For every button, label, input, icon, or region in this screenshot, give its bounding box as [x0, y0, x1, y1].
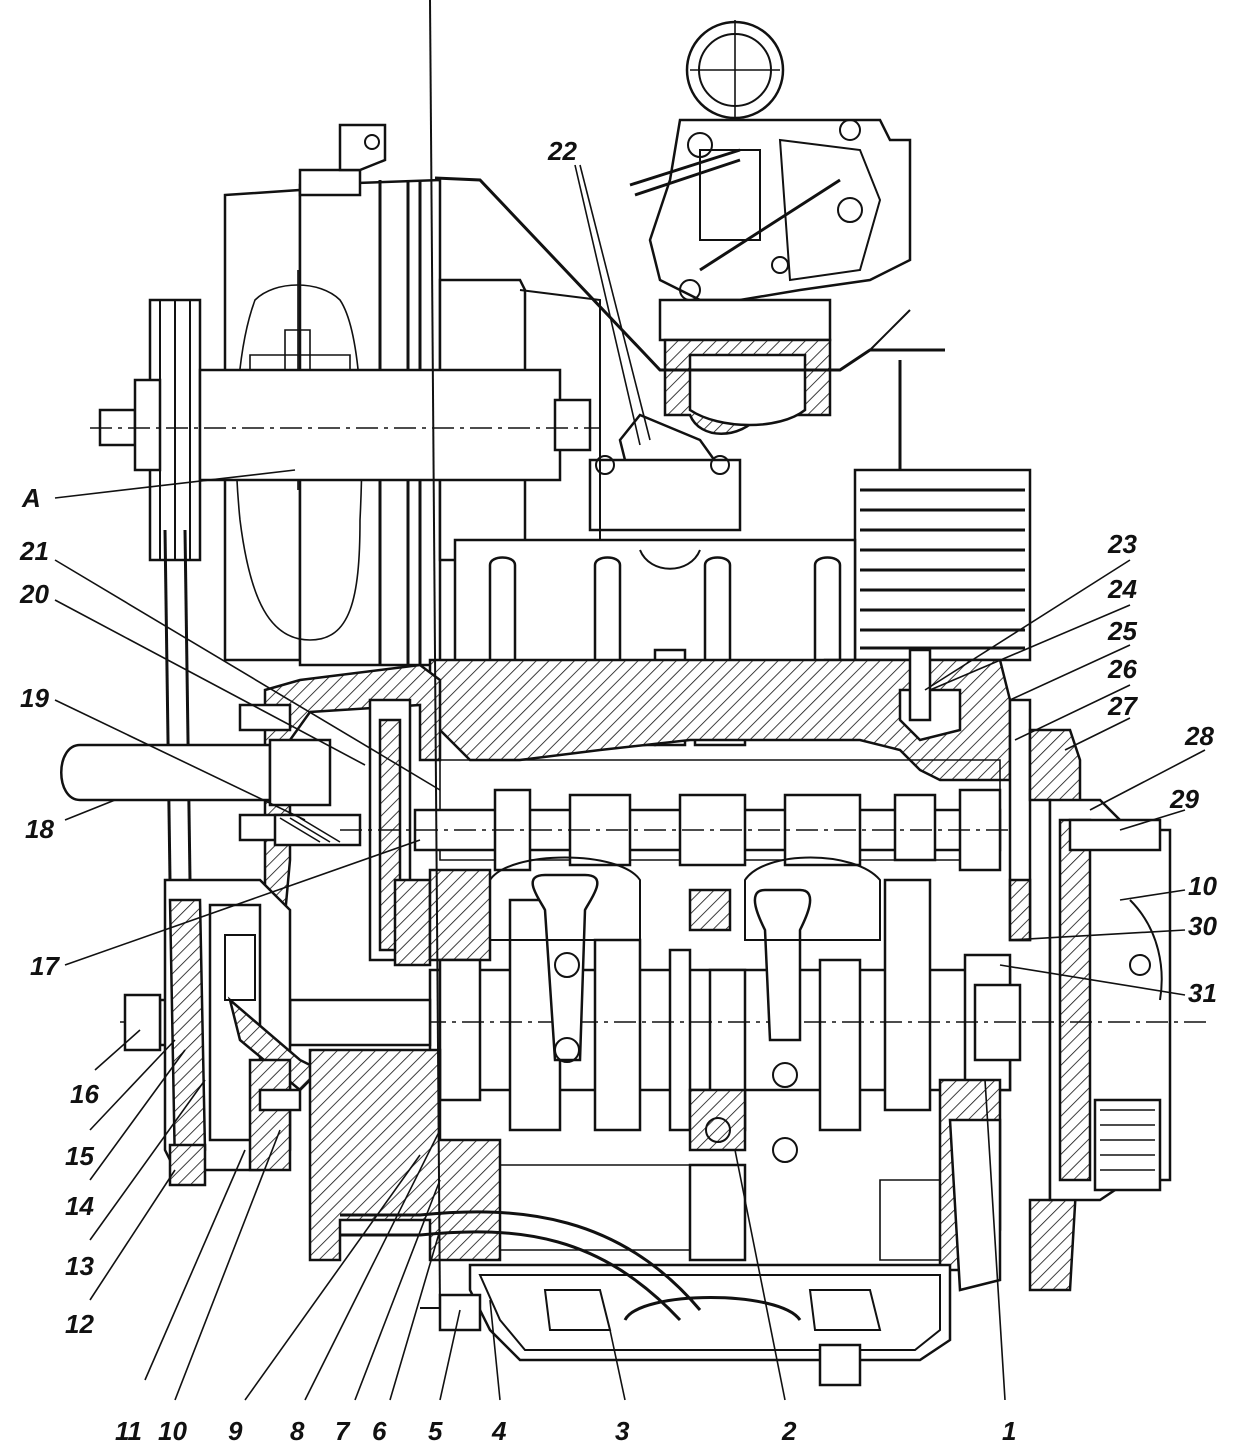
callout-3: 3 — [615, 1416, 630, 1446]
leader-lines — [54, 164, 1206, 1401]
callout-15: 15 — [65, 1141, 94, 1171]
callout-25: 25 — [1107, 616, 1137, 646]
callout-24: 24 — [1107, 574, 1137, 604]
callout-16: 16 — [70, 1079, 99, 1109]
callout-7: 7 — [335, 1416, 351, 1446]
callout-31: 31 — [1188, 978, 1217, 1008]
callout-14: 14 — [65, 1191, 94, 1221]
callout-21: 21 — [19, 536, 49, 566]
callout-6: 6 — [372, 1416, 387, 1446]
connecting-rods — [489, 856, 881, 1163]
callout-10b: 10 — [1188, 871, 1217, 901]
callout-1: 1 — [1002, 1416, 1016, 1446]
callout-26: 26 — [1107, 654, 1137, 684]
front-cover — [163, 878, 323, 1187]
callout-27: 27 — [1107, 691, 1138, 721]
callout-labels: A 21 20 19 18 17 22 23 24 25 26 27 28 29… — [19, 136, 1217, 1446]
callout-5: 5 — [428, 1416, 443, 1446]
flywheel-housing — [1008, 698, 1172, 1292]
callout-30: 30 — [1188, 911, 1217, 941]
callout-12: 12 — [65, 1309, 94, 1339]
callout-10a: 10 — [158, 1416, 187, 1446]
callout-23: 23 — [1107, 529, 1137, 559]
intake-manifold — [588, 338, 832, 532]
callout-19: 19 — [20, 683, 49, 713]
callout-9: 9 — [228, 1416, 243, 1446]
callout-13: 13 — [65, 1251, 94, 1281]
crankcase-lower — [308, 0, 1002, 1387]
timing-housing — [368, 698, 492, 967]
callout-2: 2 — [781, 1416, 797, 1446]
callout-29: 29 — [1169, 784, 1199, 814]
callout-22: 22 — [547, 136, 577, 166]
callout-20: 20 — [19, 579, 49, 609]
camshaft — [340, 788, 1020, 872]
callout-4: 4 — [491, 1416, 507, 1446]
callout-18: 18 — [25, 814, 54, 844]
callout-A: A — [21, 483, 41, 513]
callout-11: 11 — [115, 1416, 142, 1446]
generator-pulley — [90, 298, 600, 881]
callout-28: 28 — [1184, 721, 1214, 751]
oil-cooler — [853, 468, 1032, 662]
air-duct — [60, 738, 362, 847]
callout-8: 8 — [290, 1416, 305, 1446]
carburetor — [629, 20, 912, 342]
callout-17: 17 — [30, 951, 60, 981]
